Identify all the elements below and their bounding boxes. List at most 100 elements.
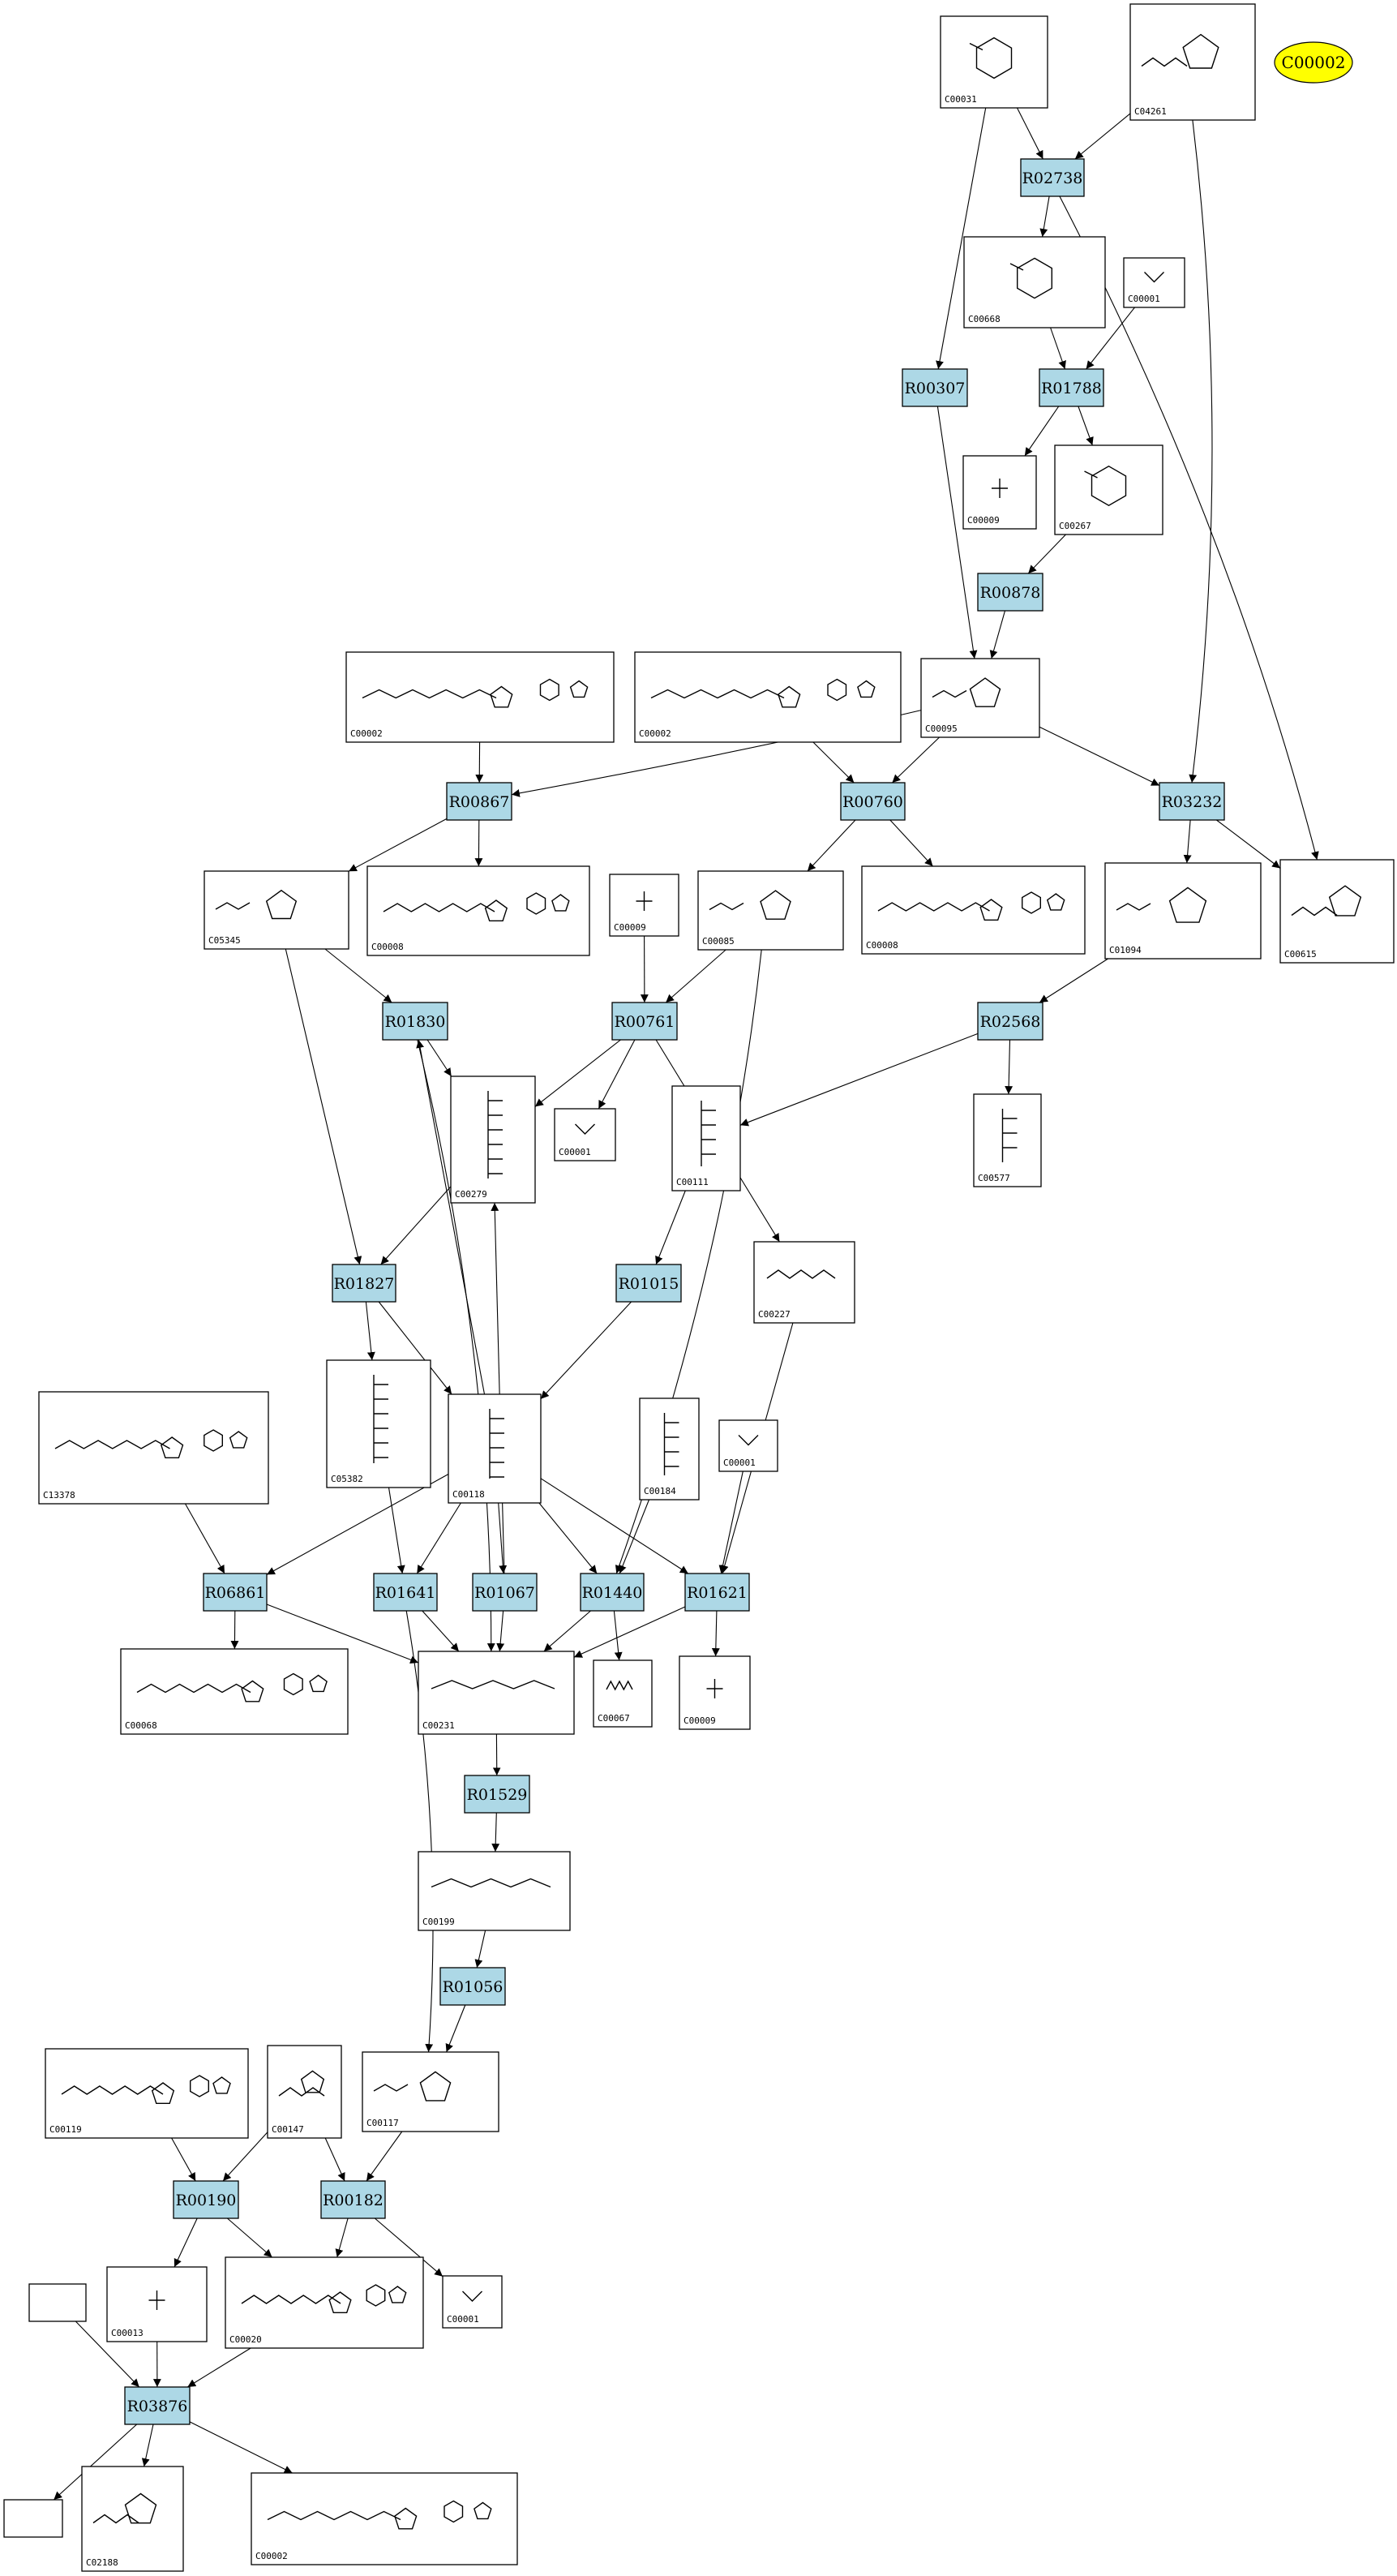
compound-node[interactable]: C00013 bbox=[106, 2266, 208, 2342]
highlight-ellipse[interactable] bbox=[1274, 41, 1353, 84]
compound-node[interactable]: C00001 bbox=[442, 2275, 503, 2329]
compound-node[interactable]: C04261 bbox=[1129, 3, 1256, 121]
compound-box[interactable] bbox=[593, 1659, 653, 1728]
compound-box[interactable] bbox=[267, 2045, 342, 2139]
reaction-node[interactable]: R01788 bbox=[1039, 368, 1104, 407]
compound-node[interactable]: C00020 bbox=[225, 2256, 424, 2349]
compound-box[interactable] bbox=[1279, 859, 1395, 964]
reaction-box[interactable] bbox=[320, 2180, 386, 2219]
reaction-box[interactable] bbox=[1039, 368, 1104, 407]
compound-box[interactable] bbox=[940, 15, 1048, 109]
reaction-node[interactable]: R00760 bbox=[840, 782, 906, 821]
reaction-box[interactable] bbox=[611, 1002, 678, 1041]
compound-node[interactable]: C00668 bbox=[963, 236, 1106, 328]
reaction-node[interactable]: R01830 bbox=[382, 1002, 448, 1041]
reaction-node[interactable]: R00878 bbox=[977, 573, 1043, 612]
compound-box[interactable] bbox=[554, 1108, 616, 1161]
compound-box[interactable] bbox=[326, 1359, 431, 1488]
compound-node[interactable]: C00147 bbox=[267, 2045, 342, 2139]
compound-node[interactable]: C00111 bbox=[671, 1085, 741, 1191]
reaction-box[interactable] bbox=[464, 1775, 530, 1814]
reaction-node[interactable]: R01067 bbox=[472, 1573, 538, 1612]
reaction-node[interactable]: R01440 bbox=[580, 1573, 645, 1612]
reaction-box[interactable] bbox=[840, 782, 906, 821]
compound-box[interactable] bbox=[38, 1391, 269, 1505]
reaction-node[interactable]: R00867 bbox=[446, 782, 512, 821]
compound-box[interactable] bbox=[920, 658, 1040, 738]
compound-box[interactable] bbox=[204, 870, 349, 950]
compound-node[interactable]: C00001 bbox=[554, 1108, 616, 1161]
reaction-box[interactable] bbox=[902, 368, 968, 407]
compound-node[interactable]: C00067 bbox=[593, 1659, 653, 1728]
reaction-node[interactable]: R00190 bbox=[173, 2180, 239, 2219]
compound-box[interactable] bbox=[120, 1648, 349, 1735]
compound-node[interactable]: C00095 bbox=[920, 658, 1040, 738]
compound-box[interactable] bbox=[418, 1651, 575, 1735]
compound-node[interactable] bbox=[28, 2283, 87, 2322]
compound-node[interactable]: C00231 bbox=[418, 1651, 575, 1735]
compound-node[interactable]: C00002 bbox=[634, 651, 902, 743]
compound-box[interactable] bbox=[251, 2472, 518, 2565]
reaction-node[interactable]: R03876 bbox=[124, 2386, 191, 2425]
compound-box[interactable] bbox=[1104, 862, 1262, 960]
compound-node[interactable]: C00119 bbox=[45, 2048, 249, 2139]
compound-node[interactable]: C00085 bbox=[697, 870, 844, 951]
reaction-box[interactable] bbox=[472, 1573, 538, 1612]
compound-node[interactable]: C00279 bbox=[450, 1075, 536, 1204]
reaction-node[interactable]: R01056 bbox=[439, 1967, 506, 2006]
compound-box[interactable] bbox=[634, 651, 902, 743]
reaction-box[interactable] bbox=[382, 1002, 448, 1041]
compound-box[interactable] bbox=[1054, 444, 1163, 535]
compound-node[interactable]: C00001 bbox=[1123, 257, 1185, 308]
reaction-box[interactable] bbox=[615, 1264, 682, 1303]
reaction-box[interactable] bbox=[1159, 782, 1225, 821]
compound-box[interactable] bbox=[697, 870, 844, 951]
compound-node[interactable]: C00009 bbox=[962, 455, 1037, 530]
reaction-node[interactable]: R01015 bbox=[615, 1264, 682, 1303]
compound-box[interactable] bbox=[418, 1851, 571, 1931]
reaction-node[interactable]: R01529 bbox=[464, 1775, 530, 1814]
compound-box[interactable] bbox=[1123, 257, 1185, 308]
reaction-node[interactable]: R06861 bbox=[203, 1573, 268, 1612]
reaction-box[interactable] bbox=[173, 2180, 239, 2219]
reaction-box[interactable] bbox=[446, 782, 512, 821]
reaction-box[interactable] bbox=[439, 1967, 506, 2006]
reaction-box[interactable] bbox=[124, 2386, 191, 2425]
compound-box[interactable] bbox=[442, 2275, 503, 2329]
compound-node[interactable]: C00117 bbox=[362, 2051, 499, 2132]
reaction-box[interactable] bbox=[580, 1573, 645, 1612]
compound-node[interactable]: C01094 bbox=[1104, 862, 1262, 960]
compound-node[interactable]: C00068 bbox=[120, 1648, 349, 1735]
highlight-compound[interactable]: C00002 bbox=[1274, 41, 1353, 84]
compound-box[interactable] bbox=[753, 1241, 855, 1324]
compound-node[interactable]: C00002 bbox=[251, 2472, 518, 2565]
reaction-box[interactable] bbox=[332, 1264, 396, 1303]
reaction-node[interactable]: R02568 bbox=[977, 1002, 1043, 1041]
compound-box[interactable] bbox=[671, 1085, 741, 1191]
compound-box[interactable] bbox=[448, 1393, 542, 1504]
reaction-node[interactable]: R01621 bbox=[684, 1573, 750, 1612]
compound-node[interactable]: C02188 bbox=[81, 2466, 184, 2572]
reaction-box[interactable] bbox=[977, 1002, 1043, 1041]
compound-node[interactable]: C00577 bbox=[973, 1093, 1042, 1187]
compound-node[interactable]: C00227 bbox=[753, 1241, 855, 1324]
reaction-box[interactable] bbox=[684, 1573, 750, 1612]
reaction-node[interactable]: R02738 bbox=[1020, 158, 1085, 197]
compound-box[interactable] bbox=[345, 651, 615, 743]
compound-node[interactable]: C00031 bbox=[940, 15, 1048, 109]
compound-node[interactable]: C00008 bbox=[366, 865, 590, 956]
compound-node[interactable]: C00184 bbox=[639, 1397, 700, 1501]
reaction-node[interactable]: R01827 bbox=[332, 1264, 396, 1303]
compound-node[interactable]: C00001 bbox=[718, 1419, 778, 1472]
compound-box[interactable] bbox=[45, 2048, 249, 2139]
reaction-box[interactable] bbox=[203, 1573, 268, 1612]
compound-node[interactable]: C00008 bbox=[861, 865, 1086, 955]
compound-box[interactable] bbox=[973, 1093, 1042, 1187]
compound-node[interactable]: C00615 bbox=[1279, 859, 1395, 964]
compound-node[interactable]: C00199 bbox=[418, 1851, 571, 1931]
compound-box[interactable] bbox=[861, 865, 1086, 955]
reaction-box[interactable] bbox=[977, 573, 1043, 612]
compound-box[interactable] bbox=[639, 1397, 700, 1501]
compound-box[interactable] bbox=[225, 2256, 424, 2349]
compound-box[interactable] bbox=[362, 2051, 499, 2132]
